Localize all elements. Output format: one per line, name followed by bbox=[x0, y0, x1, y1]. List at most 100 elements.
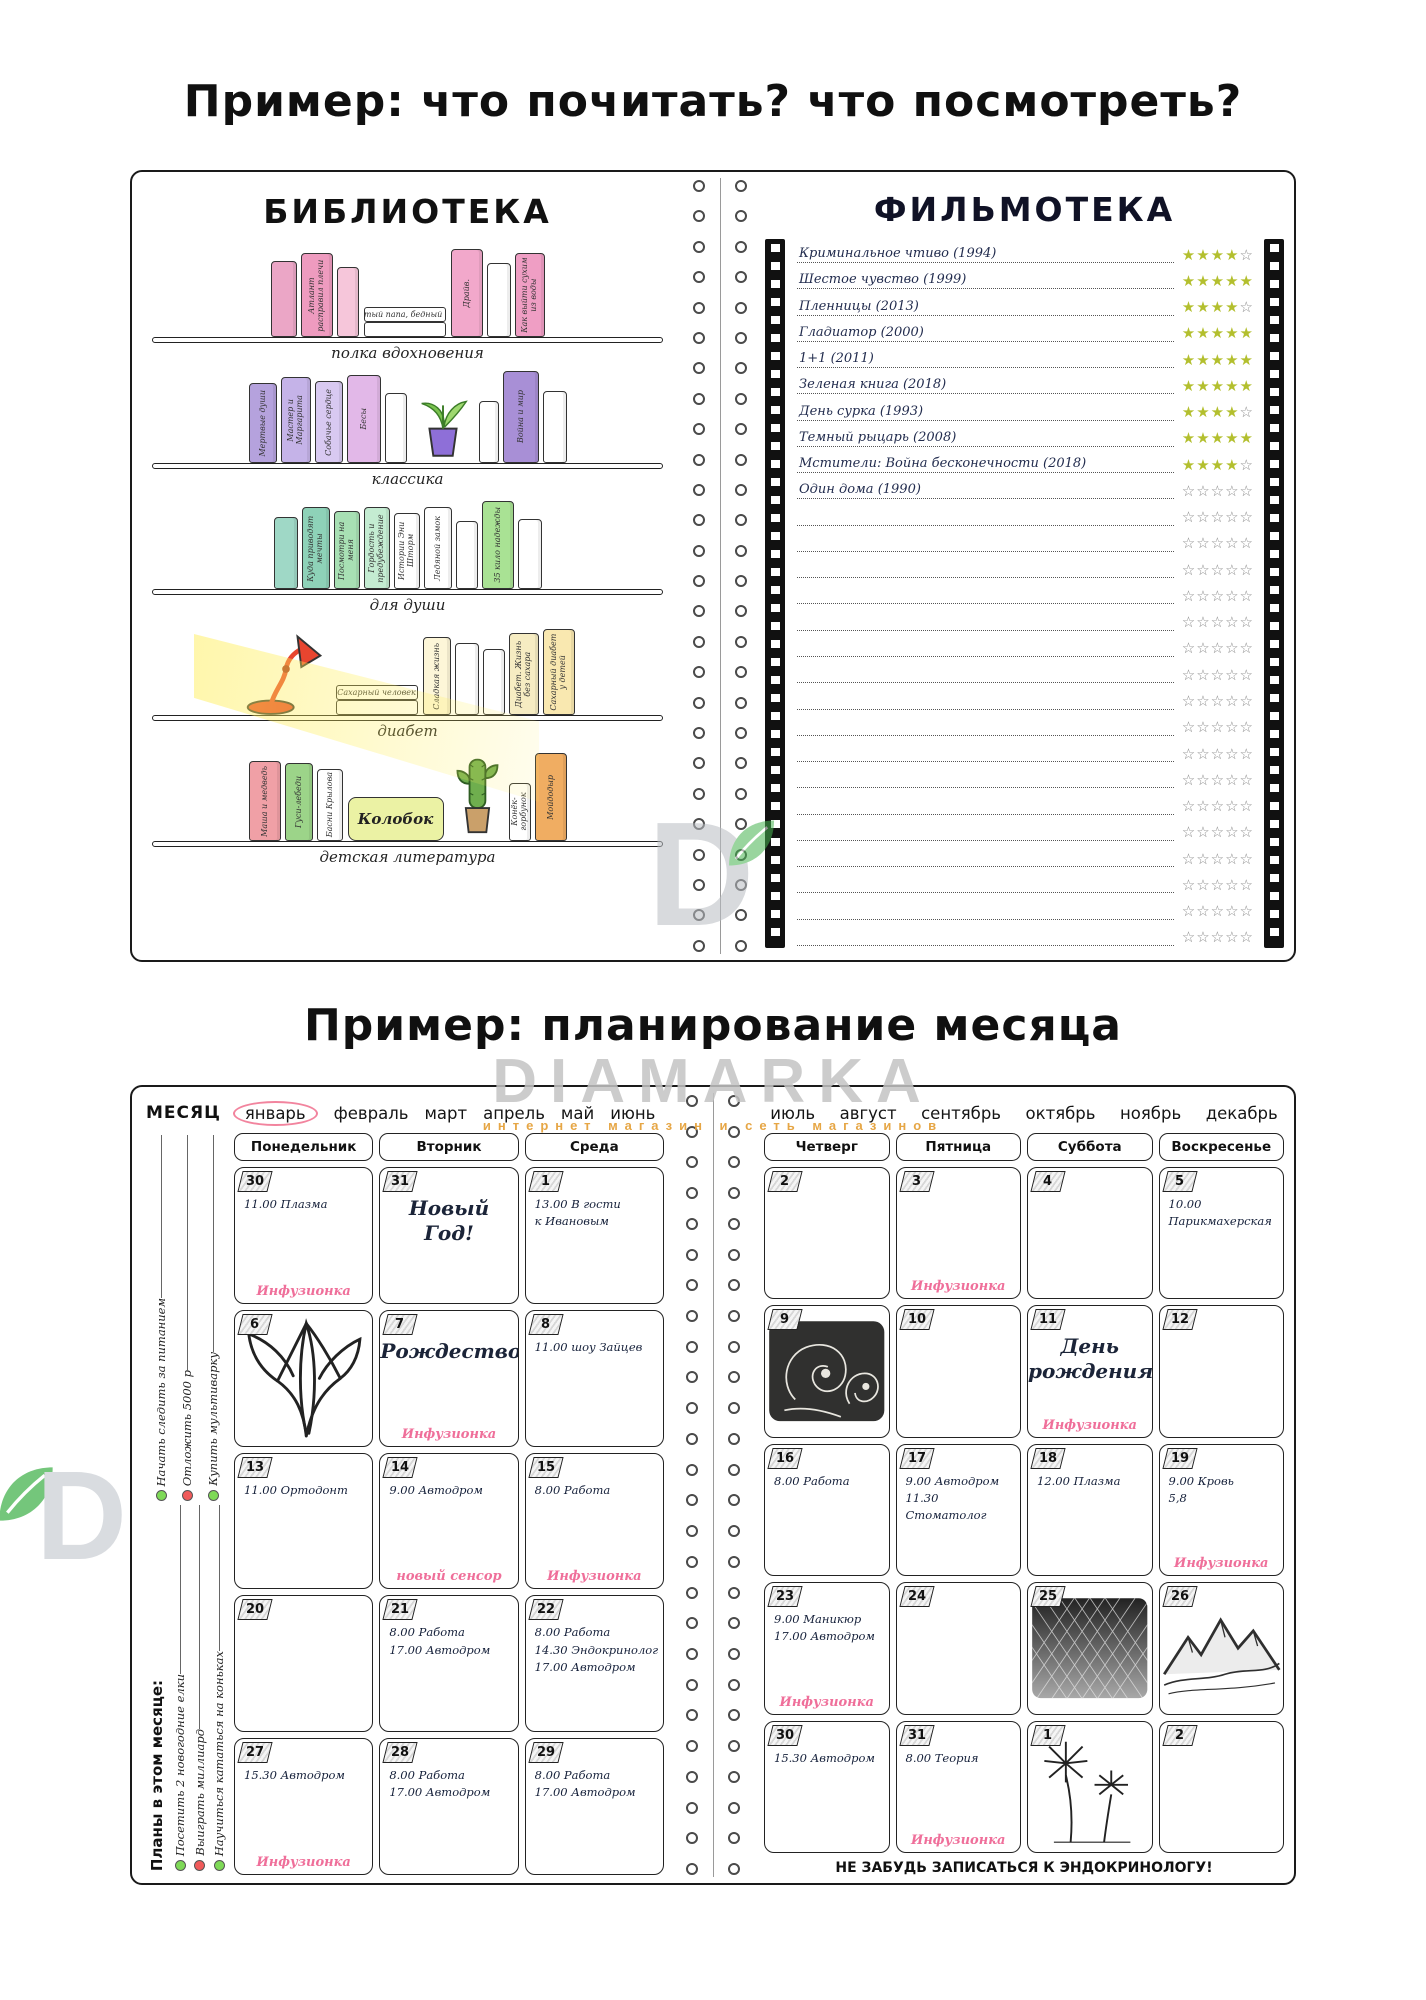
page-fold-line bbox=[713, 1093, 714, 1877]
date-number: 23 bbox=[775, 1589, 795, 1605]
cell-entry-line: Год! bbox=[424, 1221, 474, 1245]
month-option: декабрь bbox=[1205, 1103, 1278, 1123]
library-title: БИБЛИОТЕКА bbox=[263, 192, 552, 231]
stars-empty: ☆☆☆☆☆ bbox=[1181, 560, 1254, 579]
spiral-hole bbox=[735, 423, 747, 436]
book: Гуси-лебеди bbox=[284, 763, 313, 841]
spiral-hole bbox=[693, 909, 705, 922]
date-number: 25 bbox=[1038, 1589, 1058, 1605]
film-title-text: День сурка (1993) bbox=[797, 404, 1174, 421]
book-title: Куда приводят мечты bbox=[306, 514, 325, 582]
date-number: 4 bbox=[1043, 1174, 1053, 1189]
plan-text: Научиться кататься на коньках bbox=[212, 1650, 227, 1856]
shelf-board bbox=[152, 715, 663, 721]
spiral-hole bbox=[735, 727, 747, 740]
stars-empty: ☆ bbox=[1239, 298, 1254, 317]
spiral-hole bbox=[686, 1586, 698, 1599]
stars-empty: ☆ bbox=[1239, 455, 1254, 474]
stars-empty: ☆☆☆☆☆ bbox=[1181, 718, 1254, 737]
book: Посмотри на меня bbox=[333, 511, 360, 589]
spiral-hole bbox=[693, 696, 705, 709]
spiral-binding bbox=[681, 172, 759, 960]
film-title-text: Криминальное чтиво (1994) bbox=[797, 246, 1174, 263]
spiral-hole bbox=[693, 423, 705, 436]
day-header: Вторник bbox=[379, 1133, 519, 1161]
star-rating: ☆☆☆☆☆ bbox=[1182, 772, 1254, 789]
cell-entry-line: 9.00 Маникюр bbox=[774, 1612, 862, 1627]
cell-entry-line: 8.00 Работа bbox=[389, 1625, 465, 1640]
page-fold-line bbox=[720, 178, 721, 954]
film-title-text: Один дома (1990) bbox=[797, 482, 1174, 500]
spiral-hole bbox=[693, 878, 705, 891]
spiral-hole bbox=[686, 1801, 698, 1814]
star-rating: ☆☆☆☆☆ bbox=[1182, 588, 1254, 605]
section-title-planning: Пример: планирование месяца bbox=[303, 1000, 1122, 1051]
book-title: Атлант расправил плечи bbox=[307, 259, 326, 331]
day-header: Четверг bbox=[764, 1133, 890, 1161]
film-row-empty: ☆☆☆☆☆ bbox=[797, 740, 1254, 763]
date-badge: 3 bbox=[898, 1171, 935, 1192]
calendar-cell: 6 bbox=[234, 1309, 374, 1447]
cell-entries: 11.00 шоу Зайцев bbox=[535, 1339, 659, 1356]
plan-status-dot bbox=[194, 1860, 206, 1871]
plan-item: Отложить 5000 р bbox=[180, 1135, 194, 1501]
stars-filled: ★★★★ bbox=[1181, 245, 1240, 264]
cell-entry-line: 15.30 Автодром bbox=[244, 1768, 345, 1783]
date-number: 31 bbox=[391, 1174, 410, 1189]
cell-entry-line: 11.00 Ортодонт bbox=[244, 1482, 348, 1497]
book: 35 кило надежды bbox=[481, 501, 514, 589]
cell-entry-line: 8.00 Работа bbox=[774, 1473, 850, 1488]
spiral-hole bbox=[735, 757, 747, 770]
spiral-hole bbox=[728, 1740, 740, 1753]
book-title: Собачье сердце bbox=[323, 388, 333, 456]
library-page: БИБЛИОТЕКА Атлант расправил плечиБогатый… bbox=[132, 172, 681, 960]
calendar-cell: 2 bbox=[764, 1167, 890, 1300]
book-title: Конёк-горбунок bbox=[510, 792, 529, 832]
spiral-hole bbox=[728, 1494, 740, 1507]
spiral-holes-column bbox=[728, 1095, 740, 1875]
book-title: Драйв. bbox=[461, 278, 471, 308]
spiral-hole bbox=[686, 1678, 698, 1691]
cell-entry-line: Рождество bbox=[380, 1338, 519, 1363]
plan-status-dot bbox=[213, 1860, 225, 1871]
book-title: Басни Крылова bbox=[324, 772, 334, 838]
shelf-label: полка вдохновения bbox=[331, 344, 484, 362]
stars-empty: ☆☆☆☆☆ bbox=[1181, 902, 1254, 921]
date-badge: 10 bbox=[898, 1309, 935, 1331]
spiral-hole bbox=[735, 210, 747, 223]
spiral-hole bbox=[693, 301, 705, 314]
cell-entry-line: 17.00 Автодром bbox=[389, 1785, 491, 1800]
cell-entry-line: 9.00 Автодром bbox=[905, 1473, 1000, 1488]
month-option: июнь bbox=[610, 1103, 656, 1123]
film-list: Криминальное чтиво (1994)★★★★☆Шестое чув… bbox=[785, 239, 1264, 948]
spiral-hole bbox=[728, 1371, 740, 1384]
star-rating: ☆☆☆☆☆ bbox=[1182, 483, 1254, 500]
film-row-empty: ☆☆☆☆☆ bbox=[797, 898, 1254, 920]
book bbox=[517, 519, 542, 589]
date-badge: 29 bbox=[528, 1742, 564, 1764]
star-rating: ☆☆☆☆☆ bbox=[1182, 929, 1254, 946]
month-option: сентябрь bbox=[921, 1103, 1002, 1123]
date-badge: 1 bbox=[528, 1171, 564, 1192]
spiral-hole bbox=[728, 1709, 740, 1722]
spiral-hole bbox=[728, 1279, 740, 1292]
star-rating: ★★★★★ bbox=[1182, 351, 1254, 369]
spiral-hole bbox=[735, 483, 747, 496]
star-rating: ☆☆☆☆☆ bbox=[1182, 667, 1254, 684]
stars-filled: ★★★★ bbox=[1181, 403, 1240, 422]
cell-entry-line: 12.00 Плазма bbox=[1037, 1473, 1121, 1488]
star-rating: ★★★★☆ bbox=[1181, 245, 1254, 264]
spiral-hole bbox=[686, 1310, 698, 1323]
stars-filled: ★★★★★ bbox=[1181, 376, 1254, 395]
spiral-hole bbox=[728, 1862, 740, 1875]
shelf-board bbox=[152, 841, 663, 847]
book-horizontal: Сахарный человек bbox=[335, 685, 418, 700]
spiral-hole bbox=[735, 818, 747, 831]
book-title: Сахарный диабет у детей bbox=[549, 633, 568, 711]
book-title: Истории Эни Шторм bbox=[397, 521, 416, 581]
date-badge: 9 bbox=[767, 1309, 803, 1331]
